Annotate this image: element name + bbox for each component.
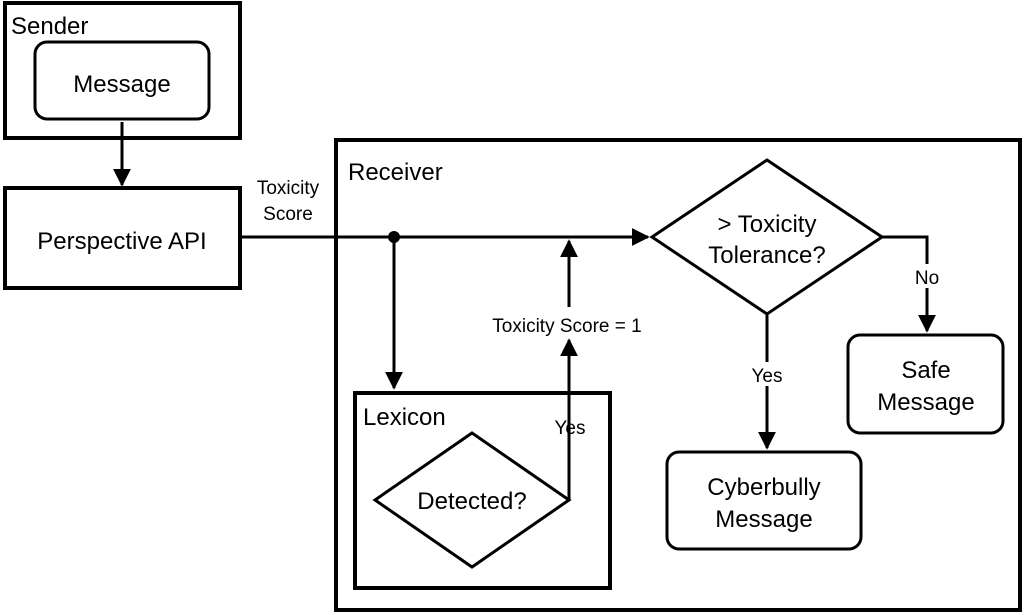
lexicon-title: Lexicon xyxy=(363,404,446,431)
toxicity-score-label-line1: Toxicity xyxy=(257,178,320,199)
no-label: No xyxy=(915,268,939,289)
tolerance-label-line2: Tolerance? xyxy=(708,242,825,269)
message-box xyxy=(33,40,211,121)
safe-message-line2: Message xyxy=(877,389,974,416)
safe-message-line1: Safe xyxy=(901,357,950,384)
detected-decision xyxy=(372,431,572,569)
toxicity-score-one-label: Toxicity Score = 1 xyxy=(492,316,641,337)
tolerance-yes-label: Yes xyxy=(752,366,783,387)
message-label: Message xyxy=(73,71,170,98)
detected-label: Detected? xyxy=(417,488,526,515)
receiver-box: Receiver xyxy=(334,138,1022,612)
cyberbully-message-box xyxy=(665,450,863,551)
sender-box: Sender Message xyxy=(3,1,242,140)
cyberbully-message-line1: Cyberbully xyxy=(707,474,820,501)
no-label-bg xyxy=(910,264,944,288)
yes-label-bg xyxy=(748,362,786,386)
perspective-api-label: Perspective API xyxy=(37,228,206,255)
tolerance-label-line1: > Toxicity xyxy=(718,211,817,238)
cyberbully-message-line2: Message xyxy=(715,506,812,533)
perspective-api-box: Perspective API xyxy=(3,186,242,290)
safe-message-box xyxy=(846,333,1005,435)
arrow-no-branch xyxy=(882,235,936,333)
lexicon-yes-label: Yes xyxy=(555,418,586,439)
toxicity-score-label-line2: Score xyxy=(263,204,313,225)
lexicon-box: Lexicon Detected? xyxy=(353,391,612,590)
sender-title: Sender xyxy=(11,13,88,40)
receiver-title: Receiver xyxy=(348,159,443,186)
